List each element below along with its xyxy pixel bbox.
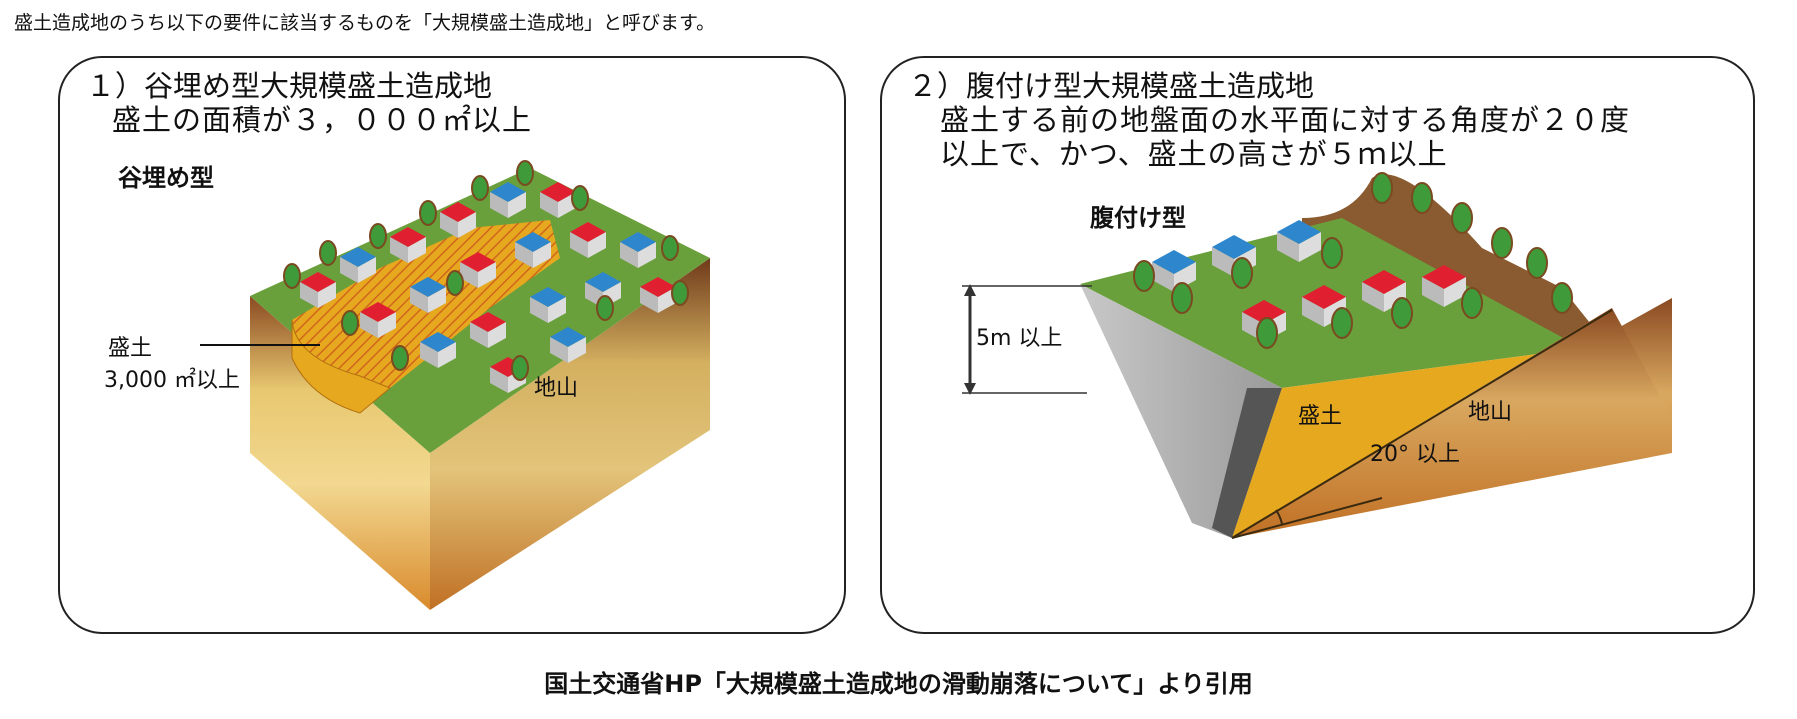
source-citation: 国土交通省HP「大規模盛土造成地の滑動崩落について」より引用 [0,664,1797,699]
valley-fill-soil-label: 盛土 [108,330,152,362]
height-label: 5m 以上 [976,320,1062,352]
valley-ground-label: 地山 [534,370,578,402]
angle-label: 20° 以上 [1370,436,1460,468]
valley-fill-panel: １）谷埋め型大規模盛土造成地 盛土の面積が３，０００㎡以上 谷埋め型 [58,56,846,634]
valley-fill-area-label: 3,000 ㎡以上 [104,362,240,394]
side-fill-soil-label: 盛土 [1298,398,1342,430]
side-fill-panel: ２）腹付け型大規模盛土造成地 盛土する前の地盤面の水平面に対する角度が２０度 以… [880,56,1755,634]
valley-fill-illustration [60,58,848,636]
intro-text: 盛土造成地のうち以下の要件に該当するものを「大規模盛土造成地」と呼びます。 [14,8,715,35]
side-ground-label: 地山 [1468,394,1512,426]
